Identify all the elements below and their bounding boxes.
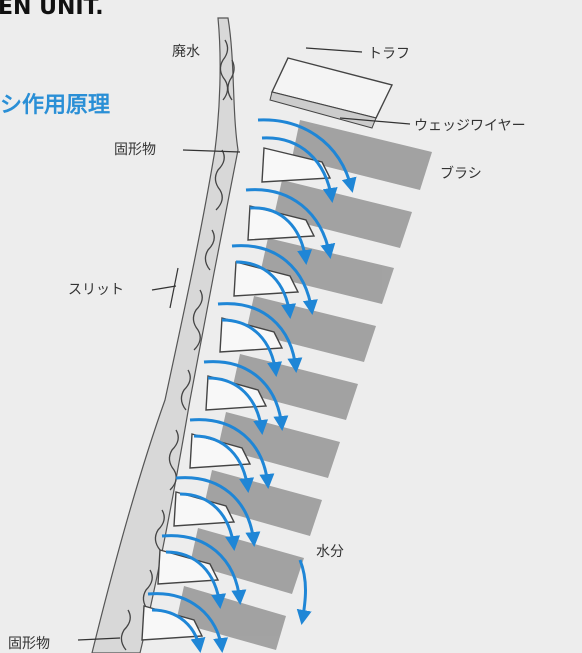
label-water: 水分 [316,544,344,560]
label-slit: スリット [68,282,124,298]
trough [269,57,394,129]
section-title: シ作用原理 [0,93,110,118]
brush-bars [176,120,432,650]
leader-lines [77,47,411,641]
label-solids-top: 固形物 [114,142,156,158]
water-flow-arrows [147,118,357,653]
label-trough: トラフ [368,46,410,62]
label-brush: ブラシ [440,165,482,182]
wastewater-stream [91,17,239,653]
label-solids-bottom: 固形物 [8,636,50,652]
label-waste-water: 廃水 [172,43,200,60]
header-text: EN UNIT. [0,0,104,20]
label-wedge-wire: ウェッジワイヤー [414,118,526,134]
